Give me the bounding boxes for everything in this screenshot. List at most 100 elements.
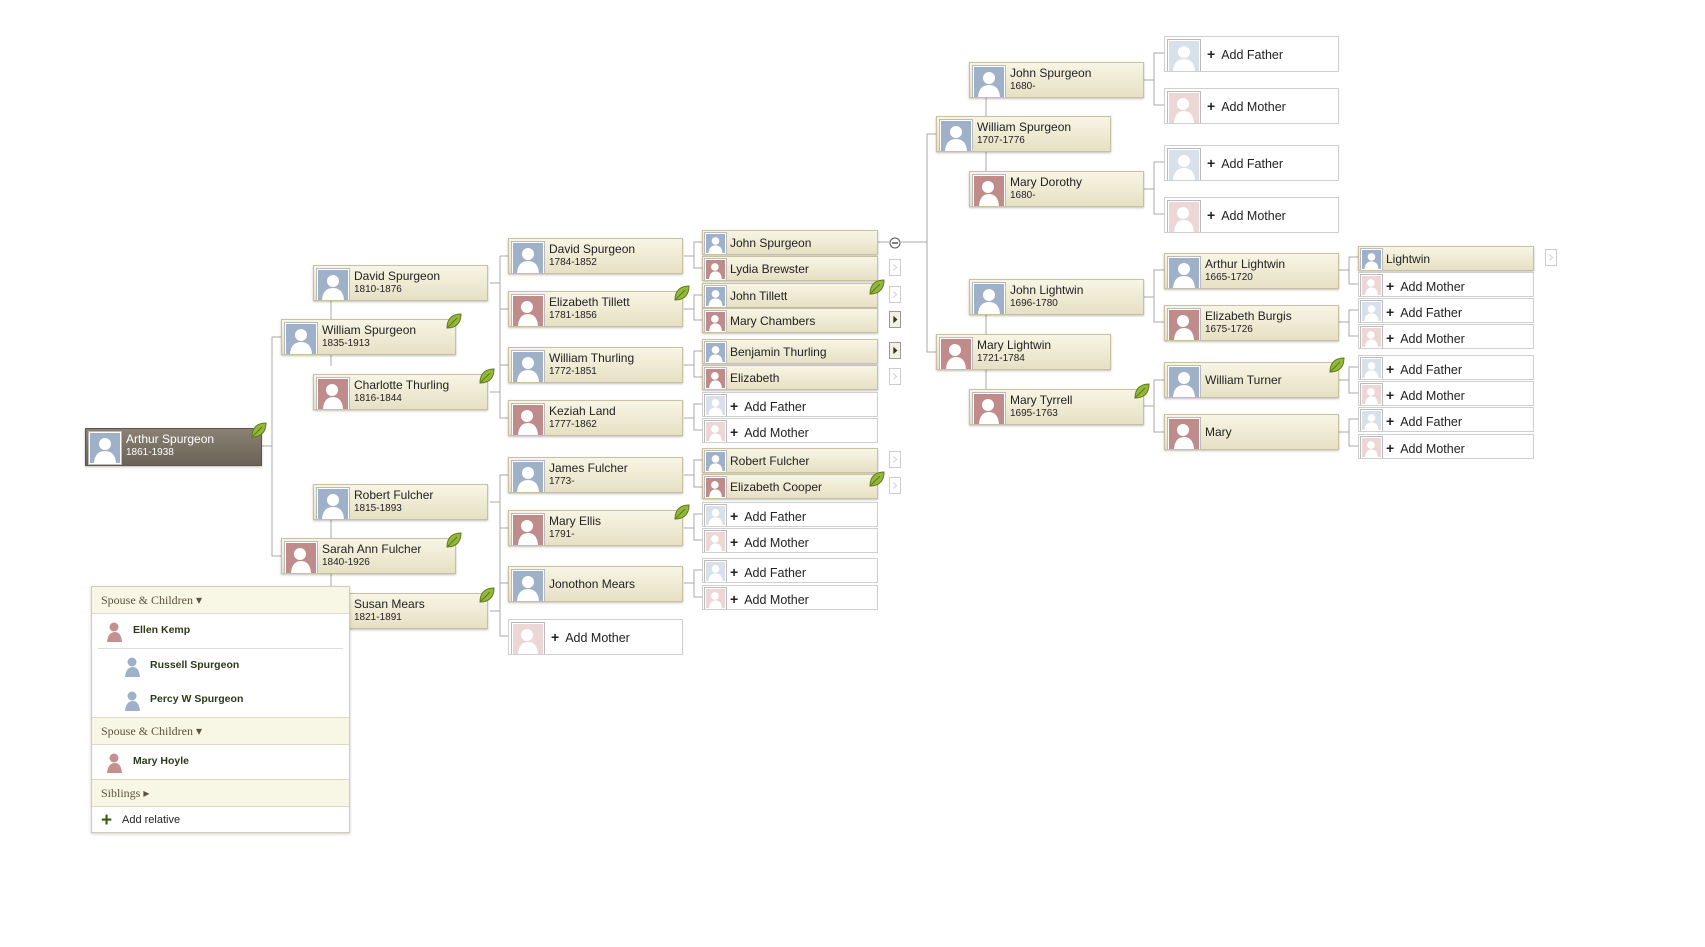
person-dates: 1781-1856 [549, 310, 597, 321]
person-name: Arthur Lightwin [1205, 257, 1286, 271]
person-name: Elizabeth [730, 371, 780, 385]
add-mother-button[interactable]: +Add Mother [702, 418, 878, 443]
person-card[interactable]: John Tillett [702, 283, 878, 308]
person-dates: 1835-1913 [322, 338, 370, 349]
expand-arrow-icon[interactable] [889, 259, 901, 276]
person-card[interactable]: Charlotte Thurling 1816-1844 [313, 374, 488, 410]
leaf-hint-icon[interactable] [673, 503, 691, 521]
add-mother-button[interactable]: +Add Mother [1164, 88, 1339, 124]
spouse-row[interactable]: Ellen Kemp [92, 614, 349, 648]
expand-arrow-icon[interactable] [889, 477, 901, 494]
person-card[interactable]: Elizabeth [702, 365, 878, 390]
expand-arrow-icon[interactable] [1545, 249, 1557, 266]
add-father-button[interactable]: +Add Father [702, 558, 878, 583]
child-row[interactable]: Russell Spurgeon [92, 649, 349, 683]
person-card[interactable]: William Spurgeon 1707-1776 [936, 116, 1111, 152]
add-label-text: Add Mother [744, 536, 809, 550]
spouse-row[interactable]: Mary Hoyle [92, 745, 349, 779]
person-card-mother[interactable]: Sarah Ann Fulcher 1840-1926 [281, 538, 456, 574]
add-father-button[interactable]: +Add Father [1164, 145, 1339, 181]
person-card[interactable]: Elizabeth Cooper [702, 474, 878, 499]
expand-arrow-icon[interactable] [889, 286, 901, 303]
leaf-hint-icon[interactable] [673, 284, 691, 302]
person-card[interactable]: James Fulcher 1773- [508, 457, 683, 493]
add-mother-button[interactable]: +Add Mother [1358, 272, 1534, 297]
add-father-button[interactable]: +Add Father [1358, 298, 1534, 323]
person-card[interactable]: David Spurgeon 1810-1876 [313, 265, 488, 301]
person-card[interactable]: Robert Fulcher 1815-1893 [313, 484, 488, 520]
leaf-hint-icon[interactable] [868, 278, 886, 296]
person-card[interactable]: Mary Ellis 1791- [508, 510, 683, 546]
add-father-button[interactable]: +Add Father [702, 502, 878, 527]
expand-arrow-icon[interactable] [889, 451, 901, 468]
add-father-button[interactable]: +Add Father [1358, 355, 1534, 380]
person-card[interactable]: Benjamin Thurling [702, 339, 878, 364]
add-relative-button[interactable]: + Add relative [92, 807, 349, 834]
plus-icon: + [101, 810, 113, 831]
person-card-father[interactable]: William Spurgeon 1835-1913 [281, 319, 456, 355]
add-mother-label: +Add Mother [730, 424, 809, 440]
person-card[interactable]: Mary Lightwin 1721-1784 [936, 334, 1111, 370]
add-father-label: +Add Father [1386, 361, 1462, 377]
add-father-button[interactable]: +Add Father [1358, 407, 1534, 432]
person-card[interactable]: Mary Chambers [702, 308, 878, 333]
add-father-button[interactable]: +Add Father [702, 392, 878, 417]
add-mother-button[interactable]: +Add Mother [1358, 434, 1534, 459]
leaf-hint-icon[interactable] [478, 367, 496, 385]
person-card[interactable]: Jonothon Mears [508, 566, 683, 602]
leaf-hint-icon[interactable] [868, 470, 886, 488]
male-silhouette-icon [512, 242, 544, 273]
add-mother-button[interactable]: +Add Mother [1358, 381, 1534, 406]
person-card[interactable]: Robert Fulcher [702, 448, 878, 473]
add-mother-button[interactable]: +Add Mother [508, 619, 683, 655]
person-name: David Spurgeon [549, 242, 636, 256]
person-card-root[interactable]: Arthur Spurgeon 1861-1938 [85, 428, 262, 466]
person-card[interactable]: William Turner [1164, 362, 1339, 398]
add-mother-button[interactable]: +Add Mother [1164, 197, 1339, 233]
person-card[interactable]: Mary Tyrrell 1695-1763 [969, 389, 1144, 425]
leaf-hint-icon[interactable] [250, 421, 268, 439]
expand-arrow-icon[interactable] [889, 311, 901, 328]
person-card[interactable]: Elizabeth Tillett 1781-1856 [508, 291, 683, 327]
add-mother-button[interactable]: +Add Mother [702, 585, 878, 610]
female-silhouette-icon [107, 622, 122, 642]
add-mother-button[interactable]: +Add Mother [1358, 324, 1534, 349]
person-dates: 1696-1780 [1010, 298, 1058, 309]
male-silhouette-icon [1361, 358, 1382, 379]
expand-arrow-icon[interactable] [889, 368, 901, 385]
male-silhouette-icon [1168, 366, 1200, 397]
person-card[interactable]: Mary Dorothy 1680- [969, 171, 1144, 207]
person-card[interactable]: Keziah Land 1777-1862 [508, 400, 683, 436]
person-card[interactable]: John Spurgeon 1680- [969, 62, 1144, 98]
person-card[interactable]: William Thurling 1772-1851 [508, 347, 683, 383]
person-card[interactable]: Arthur Lightwin 1665-1720 [1164, 253, 1339, 289]
person-name: Lydia Brewster [730, 262, 809, 276]
leaf-hint-icon[interactable] [1328, 356, 1346, 374]
person-card[interactable]: Mary [1164, 414, 1339, 450]
person-name: Charlotte Thurling [354, 378, 450, 392]
add-mother-button[interactable]: +Add Mother [702, 528, 878, 553]
leaf-hint-icon[interactable] [478, 586, 496, 604]
person-card[interactable]: David Spurgeon 1784-1852 [508, 238, 683, 274]
expand-arrow-icon[interactable] [889, 342, 901, 359]
male-silhouette-icon [317, 269, 349, 300]
collapse-branch-icon[interactable] [889, 236, 901, 249]
person-card[interactable]: Lydia Brewster [702, 256, 878, 281]
person-card[interactable]: Lightwin [1358, 246, 1534, 271]
plus-icon: + [1386, 440, 1395, 456]
add-father-button[interactable]: +Add Father [1164, 36, 1339, 72]
leaf-hint-icon[interactable] [445, 312, 463, 330]
siblings-header[interactable]: Siblings ▸ [92, 779, 349, 807]
add-label-text: Add Father [1400, 363, 1463, 377]
spouse-children-header[interactable]: Spouse & Children ▾ [92, 717, 349, 745]
person-card[interactable]: Elizabeth Burgis 1675-1726 [1164, 305, 1339, 341]
leaf-hint-icon[interactable] [1133, 382, 1151, 400]
person-card[interactable]: John Lightwin 1696-1780 [969, 279, 1144, 315]
person-card[interactable]: John Spurgeon [702, 230, 878, 255]
person-name: Lightwin [1386, 252, 1431, 266]
person-dates: 1707-1776 [977, 135, 1025, 146]
child-row[interactable]: Percy W Spurgeon [92, 683, 349, 717]
leaf-hint-icon[interactable] [445, 531, 463, 549]
spouse-children-header[interactable]: Spouse & Children ▾ [92, 587, 349, 614]
person-name: David Spurgeon [354, 269, 441, 283]
